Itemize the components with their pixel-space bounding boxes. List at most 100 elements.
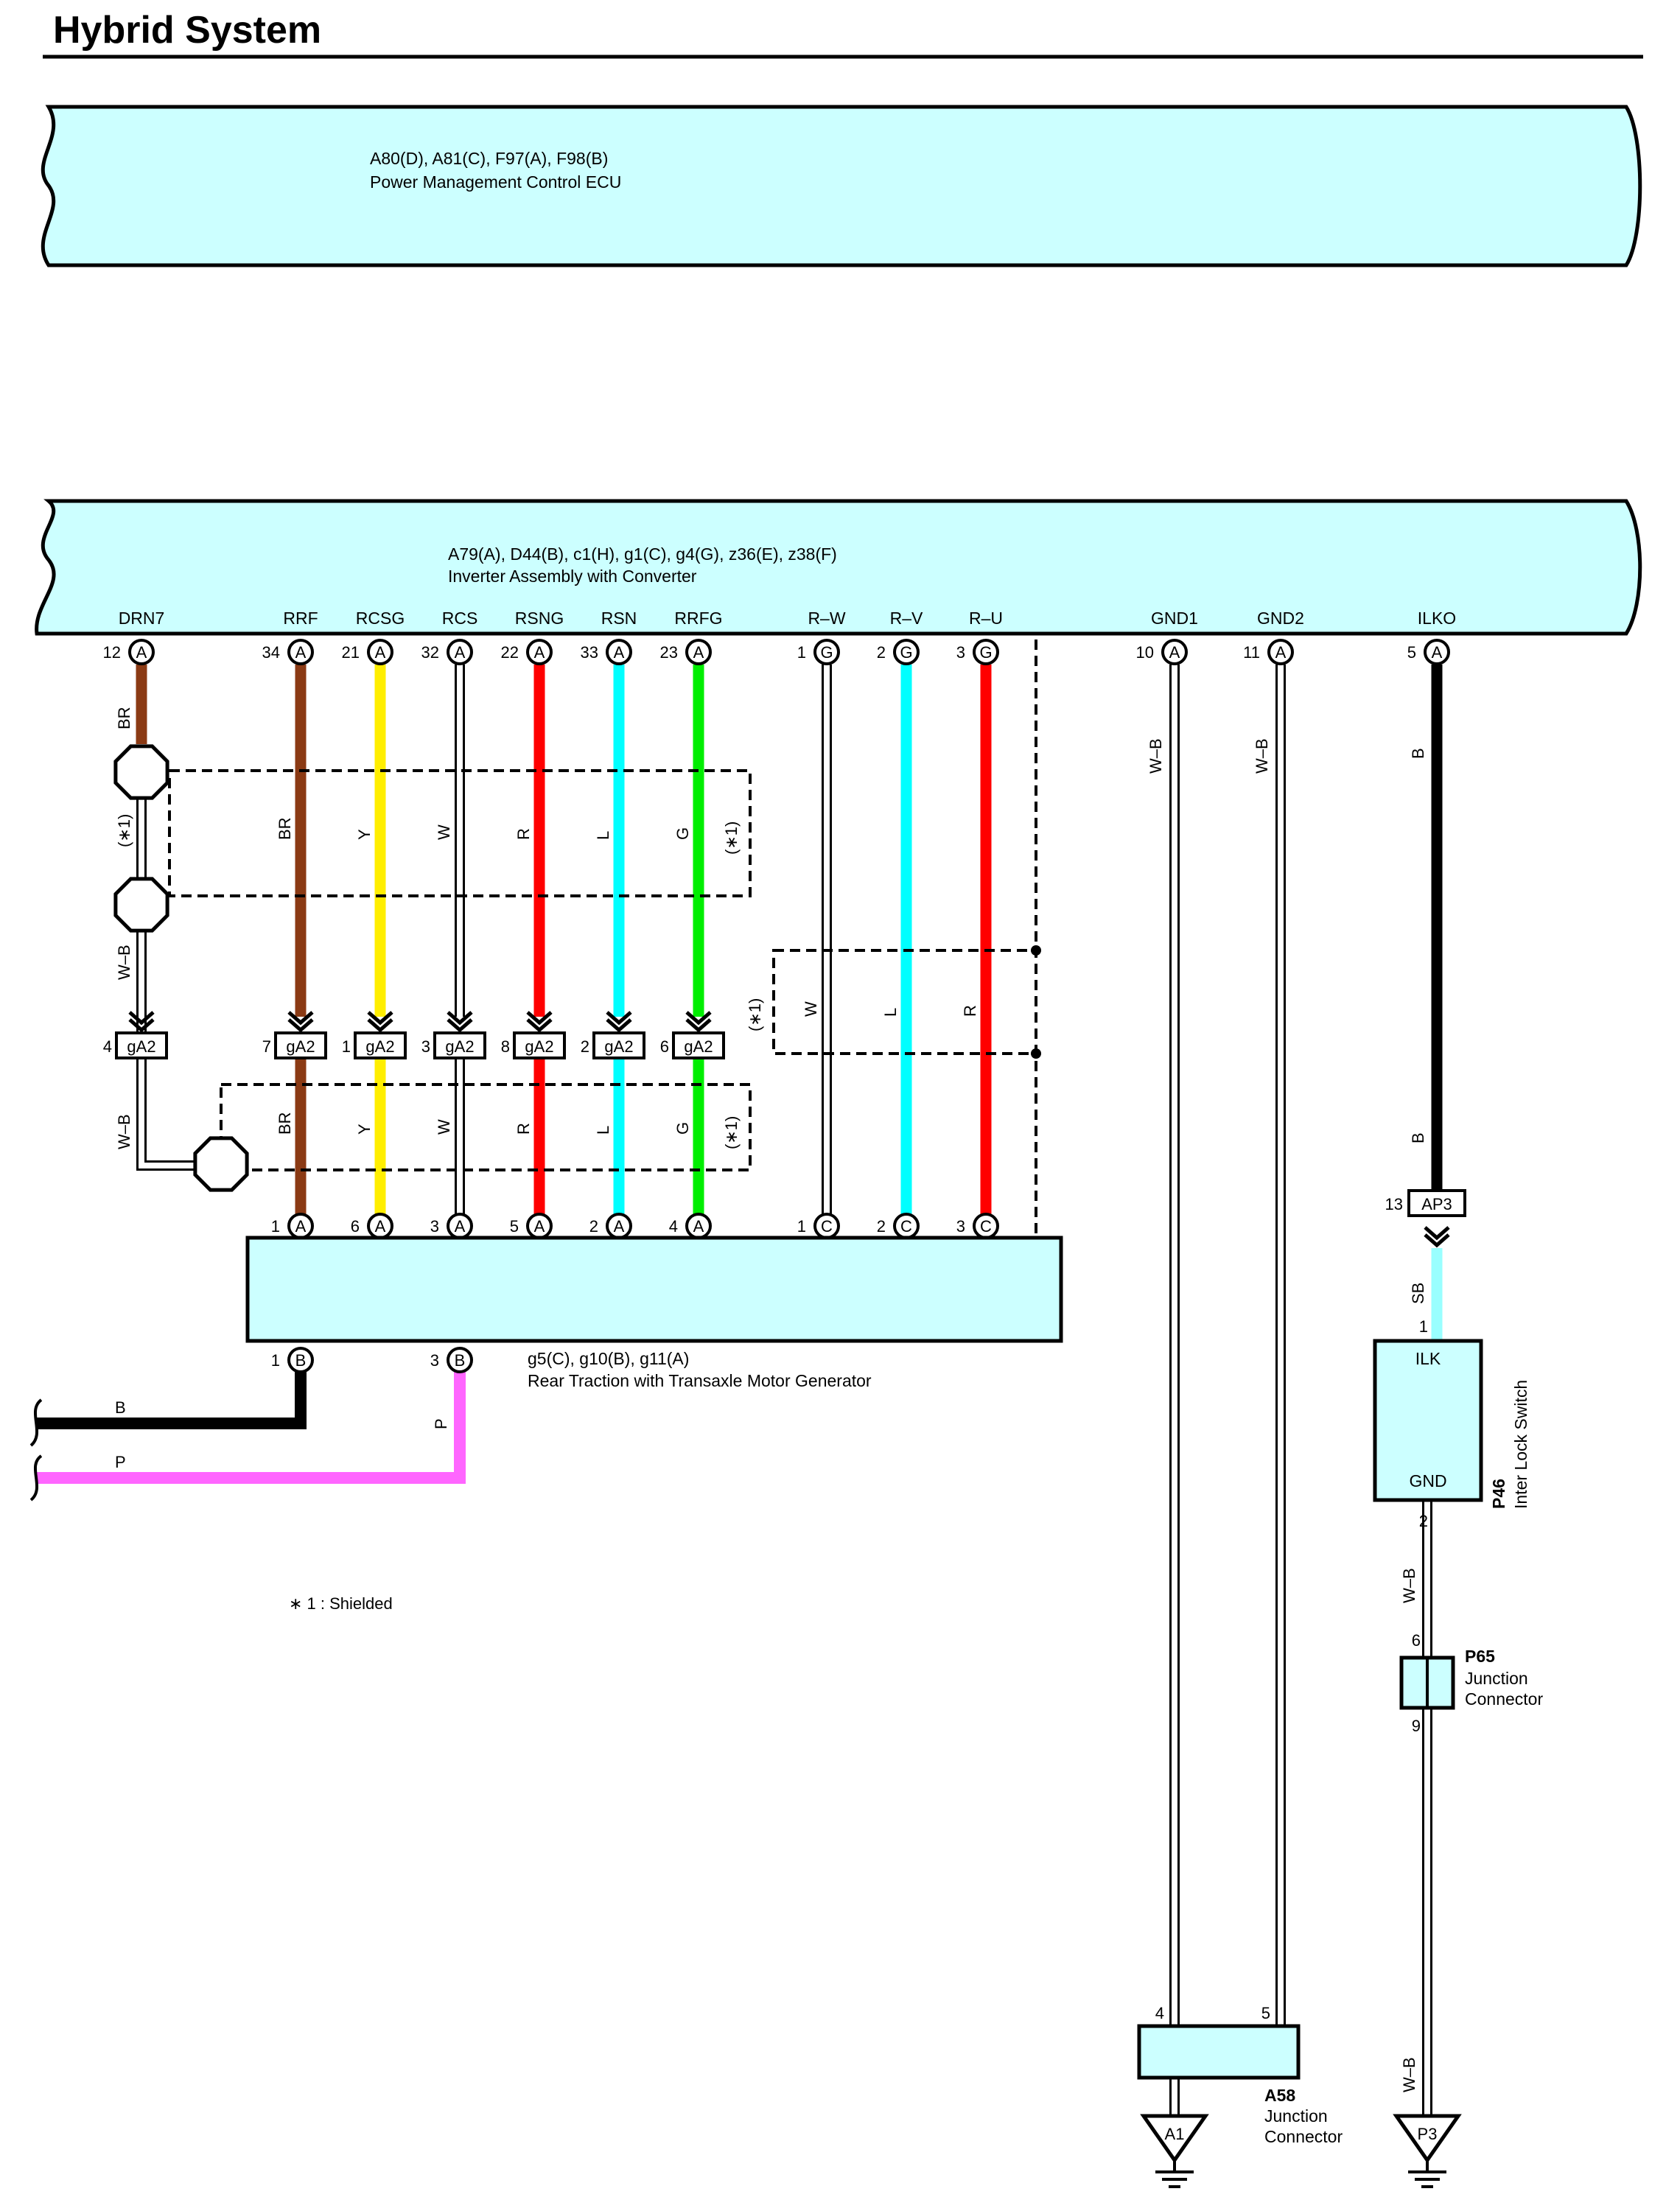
inverter-term-0: DRN7 [119,609,165,628]
inverter-conn-7-circle [813,639,840,665]
inverter-term-6: RRFG [674,609,722,628]
lower-shield-octagon [193,1136,249,1192]
motor-pin-8: 3 [956,1217,965,1236]
rmtg-wire [37,1372,466,1484]
inverter-term-9: R–U [969,609,1003,628]
rmtg-wire-label: P [115,1453,126,1471]
signal-chevron-0-a [287,1011,314,1026]
inverter-term-4: RSNG [515,609,564,628]
signal-label-lower-3: R [514,1123,533,1135]
motor-pin-2: 3 [430,1217,439,1236]
a58-name1: Junction [1264,2106,1328,2126]
inverter-conn-10-letter: A [1169,643,1180,662]
drn7-lower-wire [139,1058,197,1168]
ga2-id-3: gA2 [445,1037,474,1056]
signal-chevron-0-b [287,1018,314,1033]
inverter-conn-9-letter: G [979,643,992,662]
inverter-conn-6-circle [685,639,712,665]
ga2-pin-5: 2 [581,1037,589,1056]
ga2-id-5: gA2 [604,1037,633,1056]
signal-chevron-4-a [606,1011,632,1026]
rmtg-wire-vlabel: P [432,1418,450,1429]
rmt-wire-label: B [115,1398,126,1417]
motor-pin-7: 2 [877,1217,886,1236]
ap3-box [1407,1189,1466,1217]
drn7-wire-label-low: W–B [115,1114,133,1149]
a58-box [1137,2024,1301,2080]
inverter-conn-6-letter: A [693,643,704,662]
inverter-conn-0-letter: A [136,643,147,662]
signal-label-lower-2: W [435,1119,453,1135]
lower-shield-mark: (∗1) [722,1116,741,1149]
p65-name1: Junction [1465,1669,1528,1688]
ga2-pin-1: 7 [262,1037,271,1056]
ground-label-1: P3 [1418,2125,1438,2143]
inverter-pin-2: 21 [342,643,360,662]
motor-name: Rear Traction with Transaxle Motor Gener… [528,1371,872,1390]
motor-box [245,1236,1063,1343]
footnote: ∗ 1 : Shielded [289,1594,393,1613]
motor-pin-0: 1 [271,1217,280,1236]
motor-conn-2-letter: A [455,1217,466,1236]
interlock-term-ilk: ILK [1415,1349,1441,1368]
motor-bpin-0: 1 [271,1351,280,1370]
signal-label-upper-1: Y [355,829,374,840]
signal-chevron-3-a [526,1011,553,1026]
ecu-connectors: A80(D), A81(C), F97(A), F98(B) [370,149,608,168]
inverter-term-12: ILKO [1418,609,1456,628]
signal-label-upper-3: R [514,828,533,840]
signal-chevron-3-b [526,1018,553,1033]
a58-id: A58 [1264,2086,1295,2105]
signal-label-lower-0: BR [276,1112,294,1135]
signal-chevron-1-b [367,1018,393,1033]
ilk-gnd-label: W–B [1400,1568,1418,1603]
inverter-pin-1: 34 [262,643,280,662]
inverter-term-5: RSN [601,609,637,628]
ga2-pin-3: 3 [421,1037,430,1056]
signal-chevron-2-a [447,1011,473,1026]
interlock-id: P46 [1489,1479,1508,1509]
inverter-conn-3-letter: A [455,643,466,662]
drn7-shield-octagon-upper [113,744,169,800]
ga2-id-2: gA2 [365,1037,394,1056]
p3-wire-label: W–B [1400,2057,1418,2092]
wires-layer [37,665,1443,2116]
ga2-pin-2: 1 [342,1037,351,1056]
p65-pin-top: 6 [1412,1631,1421,1650]
signal-chevron-5-a [685,1011,712,1026]
inverter-conn-2-circle [367,639,393,665]
inverter-conn-12-letter: A [1432,643,1443,662]
a58-name2: Connector [1264,2127,1343,2146]
ilko-wire-label: B [1409,748,1427,759]
ga2-box-6 [672,1031,725,1059]
motor-conn-5-letter: A [693,1217,704,1236]
inverter-pin-3: 32 [421,643,439,662]
signal-label-upper-0: BR [276,817,294,840]
ga2-id-6: gA2 [684,1037,713,1056]
phase-drain-dot-bottom [1031,1048,1041,1059]
inverter-conn-10-circle [1161,639,1188,665]
inverter-conn-2-letter: A [375,643,386,662]
ga2-box-5 [592,1031,645,1059]
upper-shield-box [168,769,752,897]
inverter-term-7: R–W [808,609,845,628]
drn7-wire-label-top: BR [115,707,133,729]
inverter-conn-8-letter: G [900,643,912,662]
inverter-conn-11-letter: A [1275,643,1287,662]
inverter-pin-11: 11 [1243,643,1260,662]
inverter-term-1: RRF [283,609,318,628]
ga2-id-0: gA2 [127,1037,155,1056]
ap3-pin: 13 [1385,1195,1403,1213]
phase-label-0: W [802,1001,820,1017]
lower-shield-box [220,1083,752,1171]
ga2-pin-0: 4 [103,1037,112,1056]
ilko-wire-label-low: B [1409,1132,1427,1143]
signal-label-upper-4: L [594,831,612,840]
ap3-chevron-b [1424,1233,1450,1248]
ecu-box [41,105,1642,267]
inverter-pin-6: 23 [660,643,678,662]
page-title: Hybrid System [53,9,321,52]
ilk-pin: 1 [1419,1317,1428,1336]
inverter-pin-10: 10 [1136,643,1154,662]
